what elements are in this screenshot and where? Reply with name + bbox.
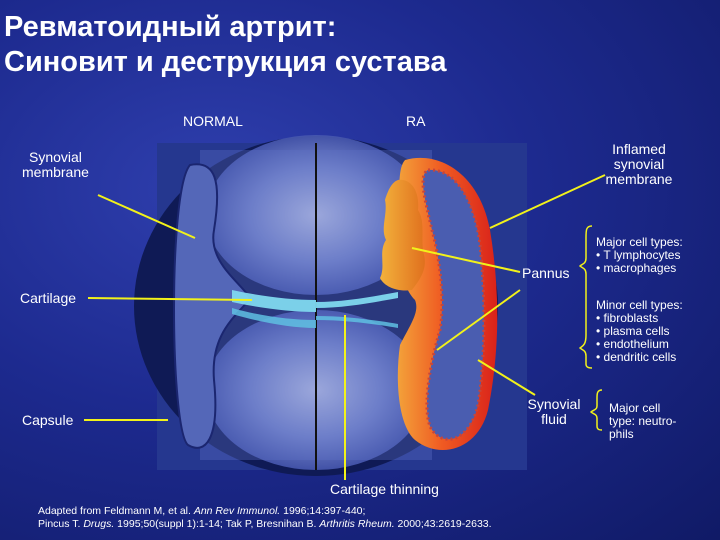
reference-line-1: Adapted from Feldmann M, et al. Ann Rev … [38,505,708,518]
reference-line-2: Pincus T. Drugs. 1995;50(suppl 1):1-14; … [38,518,708,531]
reference-text: 2000;43:2619-2633. [394,518,492,530]
pannus [380,179,425,291]
pointer-fluid-1 [436,289,521,351]
synovial-membrane-line-2: membrane [22,164,89,180]
title-line-2: Синовит и деструкция сустава [4,46,447,78]
synovial-fluid-line-1: Synovial [527,396,581,412]
synovial-membrane-normal [173,163,252,449]
cartilage-thin-ra [316,292,398,308]
brackets [578,225,603,431]
minor-cell-type-item: • fibroblasts [596,311,659,325]
synovial-membrane-line-1: Synovial [29,149,82,165]
fluid-cell-type: Major cell type: neutro- phils [609,402,676,441]
label-ra: RA [406,113,426,129]
minor-cell-type-item: • plasma cells [596,324,670,338]
reference-text: 1996;14:397-440; [280,505,366,517]
label-capsule: Capsule [22,412,74,428]
reference-text: Adapted from Feldmann M, et al. [38,505,194,517]
slide-title: Ревматоидный артрит: Синовит и деструкци… [4,10,446,80]
minor-cell-types: Minor cell types: • fibroblasts • plasma… [596,299,683,364]
minor-cell-type-item: • dendritic cells [596,350,677,364]
minor-cell-types-heading: Minor cell types: [596,298,683,312]
label-pannus: Pannus [522,265,570,281]
cartilage-thin-ra-lower [316,316,398,328]
inflamed-line-1: Inflamed [612,141,666,157]
reference-journal: Ann Rev Immunol. [193,505,281,517]
minor-cell-type-item: • endothelium [596,337,669,351]
synovial-fluid-line-2: fluid [541,411,567,427]
pointer-fluid-2 [477,359,536,396]
major-cell-type-item: • macrophages [596,261,677,275]
cartilage-normal [232,290,316,312]
reference-journal: Drugs. [83,518,115,530]
fluid-cell-type-line-1: Major cell [609,401,661,415]
pointer-pannus [411,247,521,273]
pointer-cartilage [87,297,253,301]
bracket-fluid [589,389,603,431]
title-line-1: Ревматоидный артрит: [4,11,337,43]
fluid-cell-type-line-3: phils [609,427,634,441]
label-cartilage: Cartilage [20,290,77,306]
inflamed-line-2: synovial [613,156,665,172]
label-synovial-membrane: Synovial membrane [22,150,89,180]
label-synovial-fluid: Synovial fluid [522,397,586,427]
reference-text: Pincus T. [38,518,84,530]
reference-text: 1995;50(suppl 1):1-14; Tak P, Bresnihan … [114,518,320,530]
cartilage-normal-lower [232,308,316,328]
pointer-inflamed [489,174,606,229]
label-cartilage-thinning: Cartilage thinning [330,481,439,497]
label-inflamed-membrane: Inflamed synovial membrane [598,142,680,187]
reference-journal: Arthritis Rheum. [319,518,395,530]
major-cell-type-item: • T lymphocytes [596,248,681,262]
pointer-synovial-membrane [97,194,196,239]
references: Adapted from Feldmann M, et al. Ann Rev … [38,505,708,531]
bracket-minor [578,290,593,369]
label-normal: NORMAL [183,113,243,129]
major-cell-types: Major cell types: • T lymphocytes • macr… [596,236,683,275]
synovial-fluid-cavity [421,168,486,441]
pointer-lines [84,174,606,480]
major-cell-types-heading: Major cell types: [596,235,683,249]
bracket-major [578,225,593,290]
inflamed-line-3: membrane [605,171,673,187]
fluid-cell-type-line-2: type: neutro- [609,414,677,428]
